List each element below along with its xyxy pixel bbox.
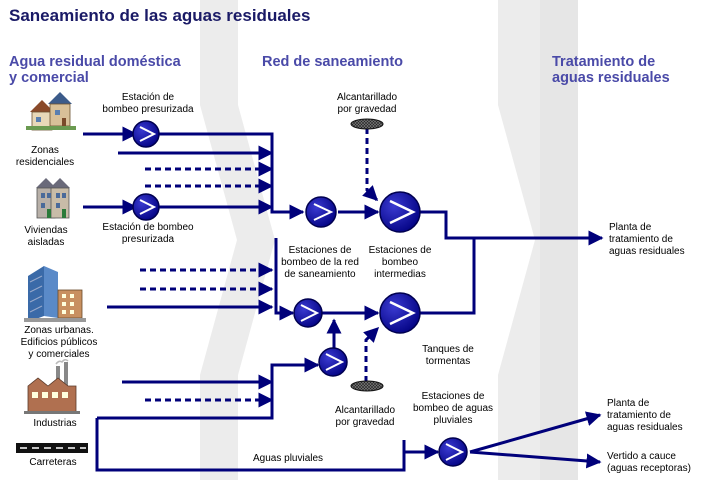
label-estacion-presurizada-mid: Estación de bombeo presurizada [102, 222, 194, 245]
label-alcantarillado-top: Alcantarillado por gravedad [336, 92, 398, 115]
section-title-right: Tratamiento de aguas residuales [552, 54, 670, 86]
label-planta-2: Planta de tratamiento de aguas residuale… [607, 398, 683, 433]
label-estaciones-pluviales: Estaciones de bombeo de aguas pluviales [412, 391, 494, 426]
pump-icon [293, 298, 323, 328]
section-title-middle: Red de saneamiento [262, 54, 404, 70]
pump-icons [132, 120, 468, 467]
label-aguas-pluviales: Aguas pluviales [253, 453, 324, 464]
pump-icon [132, 193, 160, 221]
flow-line [420, 238, 476, 315]
label-planta-1: Planta de tratamiento de aguas residuale… [609, 222, 685, 257]
houses-icon [26, 92, 76, 131]
flow-line [469, 411, 602, 454]
flow-line-dashed [362, 128, 379, 202]
townhouses-icon [36, 178, 70, 219]
flow-lines [83, 126, 604, 472]
factory-icon [24, 358, 80, 414]
label-estacion-presurizada-top: Estación de bombeo presurizada [102, 92, 194, 115]
pump-icon [305, 196, 337, 228]
label-tanques: Tanques de tormentas [422, 344, 474, 367]
flow-line [95, 418, 440, 472]
manhole-icon [350, 380, 384, 392]
band-chevron-left [200, 0, 275, 480]
pump-icon [318, 347, 348, 377]
flow-line [469, 450, 602, 469]
flow-line [274, 238, 295, 321]
label-alcantarillado-bottom: Alcantarillado por gravedad [334, 405, 396, 428]
label-industrias: Industrias [33, 418, 77, 429]
flow-line [97, 357, 320, 420]
label-zonas-urbanas: Zonas urbanas. Edificios públicos y come… [20, 325, 98, 360]
pump-icon [438, 437, 468, 467]
buildings-icon [24, 266, 86, 322]
label-zonas-residenciales: Zonas residenciales [15, 145, 75, 168]
flow-line-dashed [363, 326, 380, 382]
flow-line [270, 134, 305, 220]
pump-icon [379, 191, 421, 233]
page-title: Saneamiento de las aguas residuales [9, 6, 311, 25]
manhole-icon [350, 118, 384, 130]
label-vertido: Vertido a cauce (aguas receptoras) [607, 451, 691, 474]
label-estaciones-red: Estaciones de bombeo de la red de saneam… [281, 245, 359, 280]
road-icon [16, 443, 88, 453]
label-estaciones-intermedias: Estaciones de bombeo intermedias [368, 245, 432, 280]
label-carreteras: Carreteras [29, 457, 77, 468]
band-chevron-right [498, 0, 578, 480]
label-viviendas-aisladas: Viviendas aisladas [24, 225, 68, 248]
pump-icon [132, 120, 160, 148]
pump-icon [379, 292, 421, 334]
flow-line [420, 210, 604, 246]
section-title-left: Agua residual doméstica y comercial [9, 54, 181, 86]
